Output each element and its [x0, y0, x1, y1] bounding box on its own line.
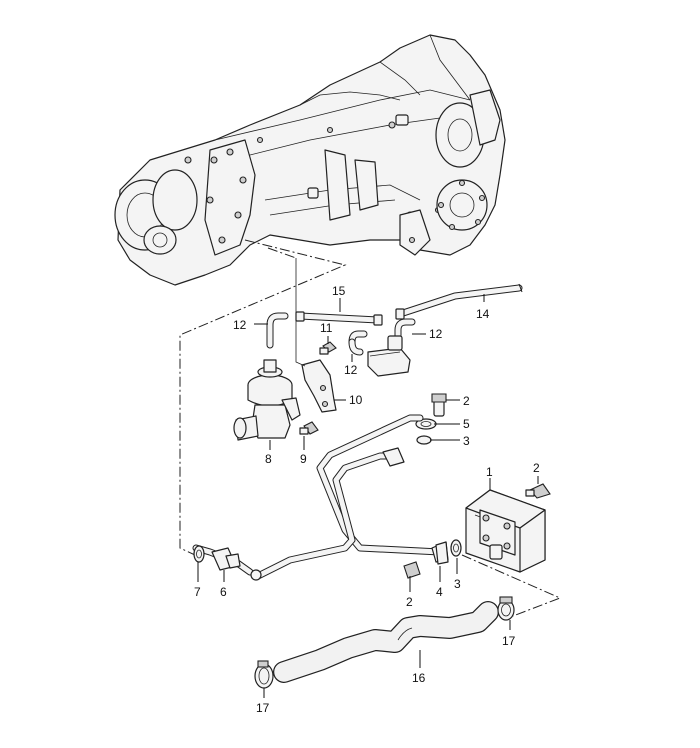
callout-17: 17 — [256, 701, 270, 715]
callout-11: 11 — [320, 321, 333, 335]
callout-4: 4 — [436, 585, 443, 599]
long-hose — [395, 283, 523, 320]
bracket-10 — [295, 258, 337, 413]
leader-lines — [197, 294, 539, 698]
oil-cooler-lines — [192, 414, 449, 580]
callout-17: 17 — [502, 634, 516, 648]
callout-12: 12 — [344, 363, 358, 377]
seal-ring-3-lower — [450, 539, 462, 557]
seal-ring-7 — [193, 545, 205, 563]
banjo-bolt-upper — [431, 393, 447, 417]
solenoid-valve — [367, 335, 411, 377]
callout-8: 8 — [265, 452, 272, 466]
seal-ring-3-upper — [416, 435, 432, 445]
vent-hose — [295, 311, 383, 326]
callout-12: 12 — [233, 318, 247, 332]
callout-3: 3 — [463, 434, 470, 448]
callout-7: 7 — [194, 585, 201, 599]
hose-clamp-17-left — [254, 660, 274, 689]
oil-cooler-1 — [465, 489, 546, 573]
transmission-assembly — [114, 34, 506, 286]
callout-2: 2 — [463, 394, 470, 408]
elbow-hose-middle — [348, 330, 368, 356]
callout-5: 5 — [463, 417, 470, 431]
connection-leaders — [179, 239, 562, 617]
coolant-hose-16 — [273, 601, 499, 683]
hose-clamp-17-right — [497, 596, 515, 621]
callout-labels: 1 2 2 2 3 3 4 5 6 7 8 9 10 11 12 12 12 1… — [194, 284, 540, 715]
screw-2-right — [525, 483, 551, 499]
screw-2-lower — [403, 561, 421, 579]
callout-2: 2 — [406, 595, 413, 609]
callout-3: 3 — [454, 577, 461, 591]
control-valve-8 — [233, 359, 301, 441]
seal-ring-4 — [435, 541, 449, 565]
callout-12: 12 — [429, 327, 443, 341]
callout-9: 9 — [300, 452, 307, 466]
callout-6: 6 — [220, 585, 227, 599]
callout-15: 15 — [332, 284, 346, 298]
callout-16: 16 — [412, 671, 426, 685]
elbow-hose-right — [394, 318, 416, 356]
callout-1: 1 — [486, 465, 493, 479]
callout-2: 2 — [533, 461, 540, 475]
screw-9 — [299, 421, 319, 435]
callout-10: 10 — [349, 393, 363, 407]
elbow-hose-upper — [266, 312, 289, 349]
callout-14: 14 — [476, 307, 490, 321]
union-fitting-6 — [211, 547, 262, 581]
